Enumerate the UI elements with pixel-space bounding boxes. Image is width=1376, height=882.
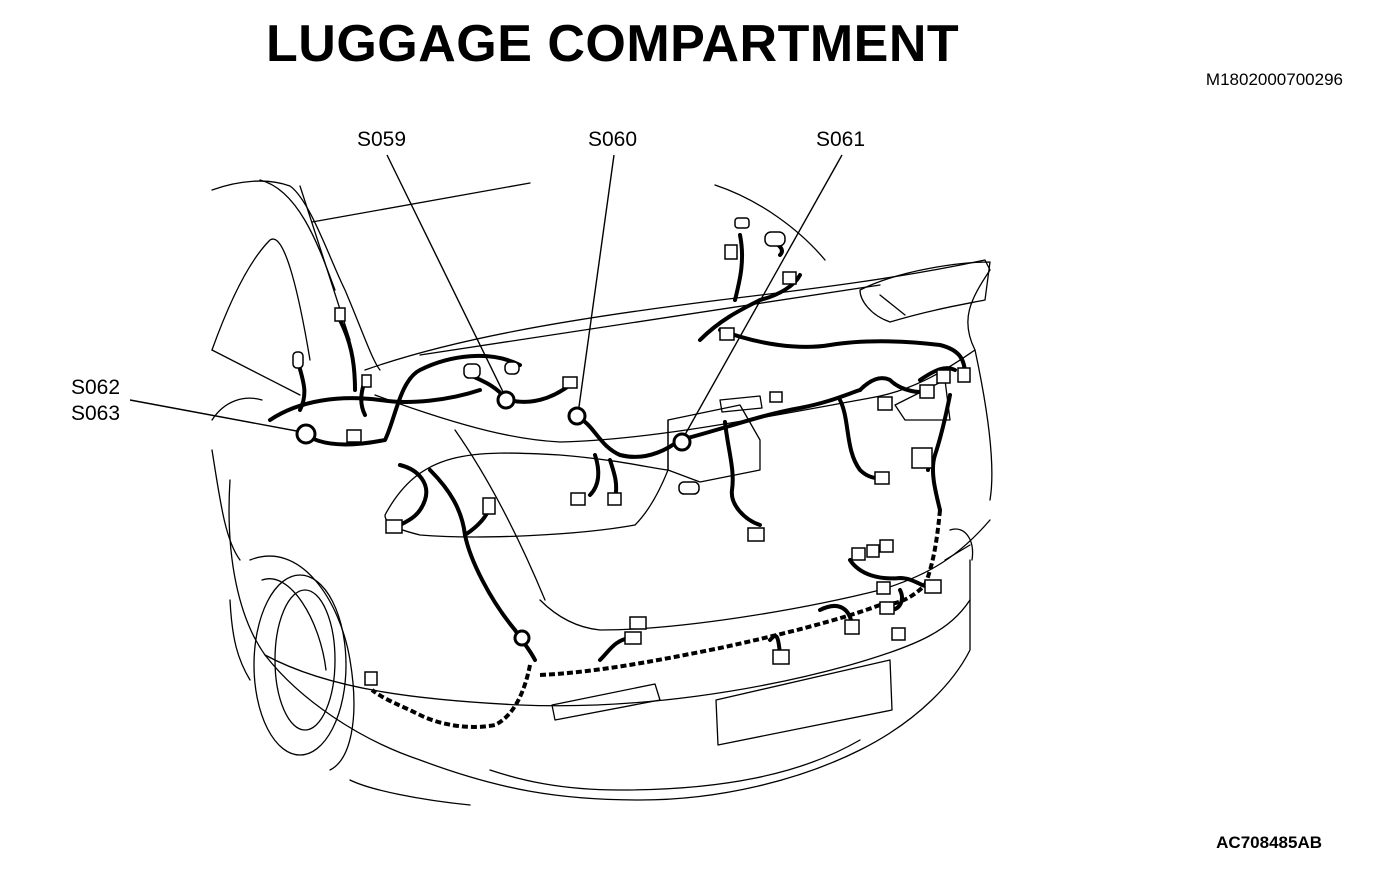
connector [772,649,790,665]
leader-s060 [577,154,615,415]
diagram-title: LUGGAGE COMPARTMENT [266,15,960,73]
label-s059: S059 [357,128,407,151]
connector [385,519,403,534]
label-s063: S063 [71,402,121,425]
connector [292,351,304,369]
connector [562,376,578,389]
connector [876,581,891,595]
connector [924,579,942,594]
leader-s059 [386,154,507,399]
connector [936,369,951,384]
document-id: M1802000700296 [1205,70,1343,89]
connector [866,544,880,558]
connector [911,447,933,469]
connector [844,619,860,635]
leader-s061 [681,154,843,441]
connector [769,391,783,403]
connector [607,492,622,506]
connector [629,616,647,630]
connector [678,481,700,495]
connector [879,539,894,553]
connector [879,601,895,615]
connector [624,631,642,645]
connector [570,492,586,506]
connector [764,231,786,247]
connector [891,627,906,641]
connector [782,271,797,285]
connector [463,363,481,379]
connectors [292,217,971,686]
label-s061: S061 [816,128,866,151]
connector [874,471,890,485]
connector [919,384,935,399]
figure-id: AC708485AB [1216,833,1322,852]
leader-s062-s063 [129,399,303,433]
connector [877,396,893,411]
connector [724,244,738,260]
connector [719,327,735,341]
leader-lines [129,154,843,441]
vehicle-body-outline [211,179,993,806]
connector [734,217,750,229]
splice-s062-s063 [295,423,317,445]
label-s060: S060 [588,128,638,151]
splice-markers [295,390,692,647]
grommet [513,629,531,647]
connector [364,671,378,686]
connector [482,497,496,515]
connector [504,361,520,375]
wiring-harness [268,233,967,729]
connector [334,307,346,322]
label-s062: S062 [71,376,121,399]
splice-s061 [672,432,692,452]
connector [361,374,372,388]
connector [747,527,765,542]
splice-s059 [496,390,516,410]
splice-s060 [567,406,587,426]
connector [957,367,971,383]
connector [851,547,866,561]
connector [346,429,362,443]
